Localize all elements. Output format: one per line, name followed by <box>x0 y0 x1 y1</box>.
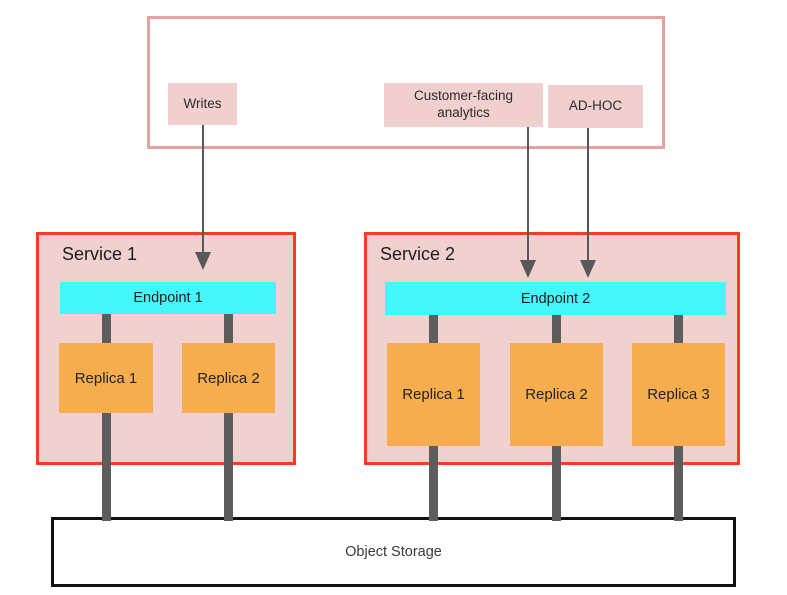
service2-replica2-label: Replica 2 <box>525 386 588 403</box>
service2-connector-replica1-storage <box>429 446 438 521</box>
object-storage-box: Object Storage <box>51 517 736 587</box>
service1-replica1-label: Replica 1 <box>74 369 138 387</box>
arrow-analytics-line <box>527 127 529 260</box>
service1-connector-endpoint-replica2 <box>224 314 233 343</box>
object-storage-label: Object Storage <box>345 544 442 560</box>
service2-replica1-box: Replica 1 <box>387 343 480 446</box>
service2-connector-endpoint-replica3 <box>674 315 683 343</box>
service1-connector-replica1-storage <box>102 413 111 521</box>
workload-adhoc-box: AD-HOC <box>548 85 643 128</box>
service2-replica1-label: Replica 1 <box>402 386 465 403</box>
service2-connector-replica3-storage <box>674 446 683 521</box>
service2-replica2-box: Replica 2 <box>510 343 603 446</box>
service2-replica3-label: Replica 3 <box>647 386 710 403</box>
service2-endpoint-label: Endpoint 2 <box>520 290 591 307</box>
service1-replica2-box: Replica 2 <box>182 343 275 413</box>
service2-connector-endpoint-replica2 <box>552 315 561 343</box>
workload-writes-box: Writes <box>168 83 237 125</box>
workload-analytics-box: Customer-facing analytics <box>384 83 543 127</box>
arrow-writes-line <box>202 125 204 252</box>
service1-replica1-box: Replica 1 <box>59 343 153 413</box>
service1-replica2-label: Replica 2 <box>197 369 260 387</box>
service2-endpoint-bar: Endpoint 2 <box>385 282 726 315</box>
service1-title: Service 1 <box>62 244 138 264</box>
arrow-analytics-head <box>520 260 536 278</box>
workload-adhoc-label: AD-HOC <box>568 98 623 114</box>
service1-connector-endpoint-replica1 <box>102 314 111 343</box>
workload-analytics-label: Customer-facing analytics <box>413 88 514 120</box>
workload-writes-label: Writes <box>183 95 222 111</box>
service1-endpoint-bar: Endpoint 1 <box>60 282 276 314</box>
service1-connector-replica2-storage <box>224 413 233 521</box>
service1-endpoint-label: Endpoint 1 <box>133 290 203 306</box>
service2-connector-endpoint-replica1 <box>429 315 438 343</box>
service2-title: Service 2 <box>380 244 456 264</box>
service2-connector-replica2-storage <box>552 446 561 521</box>
service2-replica3-box: Replica 3 <box>632 343 725 446</box>
arrow-adhoc-head <box>580 260 596 278</box>
arrow-writes-head <box>195 252 211 270</box>
arrow-adhoc-line <box>587 128 589 260</box>
